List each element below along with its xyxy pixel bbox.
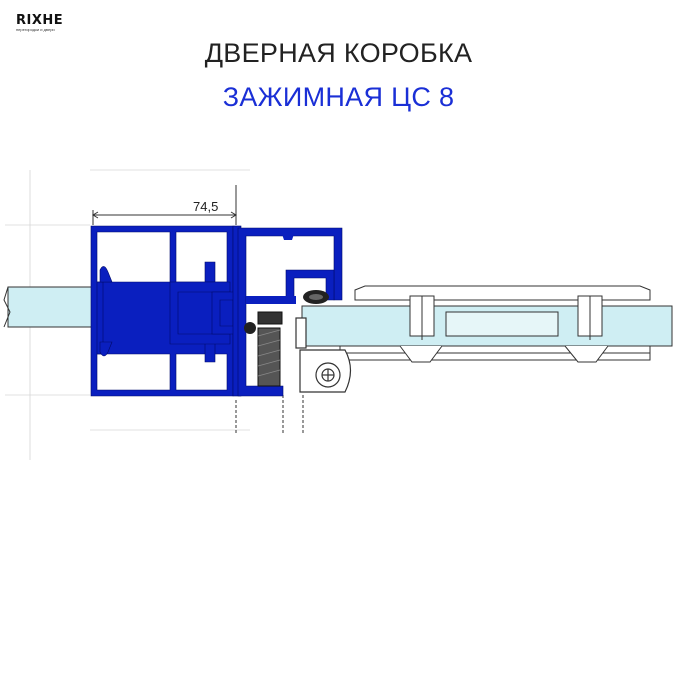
door-frame-box — [237, 227, 343, 397]
logo-tagline: перегородки и двери — [16, 27, 55, 32]
dimension-line — [92, 185, 304, 435]
glass-clamp-bottom — [339, 345, 651, 363]
frame-profile — [90, 225, 242, 397]
hinge-pivot — [295, 317, 352, 393]
dimension-label: 74,5 — [193, 199, 218, 214]
door-seal — [244, 290, 329, 387]
logo-mark: RIXHE — [16, 13, 64, 28]
page-subtitle: ЗАЖИМНАЯ ЦС 8 — [222, 82, 455, 112]
logo: RIXHE перегородки и двери — [16, 13, 64, 32]
page-title: ДВЕРНАЯ КОРОБКА — [204, 38, 473, 68]
glass-clamp-top — [354, 285, 651, 340]
